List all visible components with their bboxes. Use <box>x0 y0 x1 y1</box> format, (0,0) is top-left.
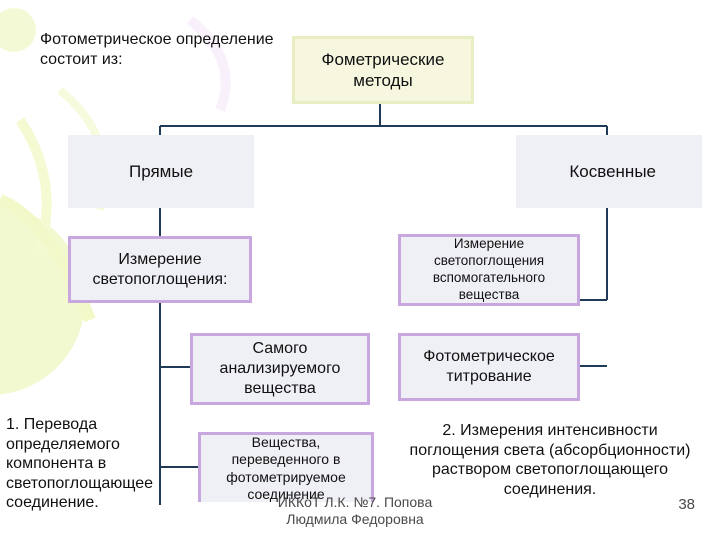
left-sub-label: Измерение светопоглощения: <box>92 250 228 288</box>
left-sub-box-absorbance: Измерение светопоглощения: <box>68 236 252 303</box>
self-analyzed-label: Самого анализируемого вещества <box>219 340 341 397</box>
branch-box-direct: Прямые <box>68 135 254 208</box>
right-sub-box-auxiliary: Измерение светопоглощения вспомогательно… <box>398 234 580 306</box>
branch-indirect-label: Косвенные <box>569 161 656 181</box>
converted-label: Вещества, переведенного в фотометрируемо… <box>226 433 346 503</box>
note-right: 2. Измерения интенсивности поглощения св… <box>409 422 691 498</box>
footer-author: ИККоТ Л.К. №7. Попова Людмила Федоровна <box>277 494 433 528</box>
branch-box-indirect: Косвенные <box>516 135 702 208</box>
note-left: 1. Перевода определяемого компонента в с… <box>6 416 154 512</box>
box-converted-substance: Вещества, переведенного в фотометрируемо… <box>198 432 374 502</box>
titration-label: Фотометрическое титрование <box>423 348 555 385</box>
page-number: 38 <box>678 496 695 513</box>
box-self-analyzed-substance: Самого анализируемого вещества <box>190 333 370 405</box>
right-sub-label: Измерение светопоглощения вспомогательно… <box>432 236 546 302</box>
root-label: Фометрические методы <box>321 49 445 90</box>
box-photometric-titration: Фотометрическое титрование <box>398 333 580 401</box>
branch-direct-label: Прямые <box>128 161 194 181</box>
root-box-photometric-methods: Фометрические методы <box>292 36 474 104</box>
intro-text: Фотометрическое определение состоит из: <box>40 31 274 68</box>
